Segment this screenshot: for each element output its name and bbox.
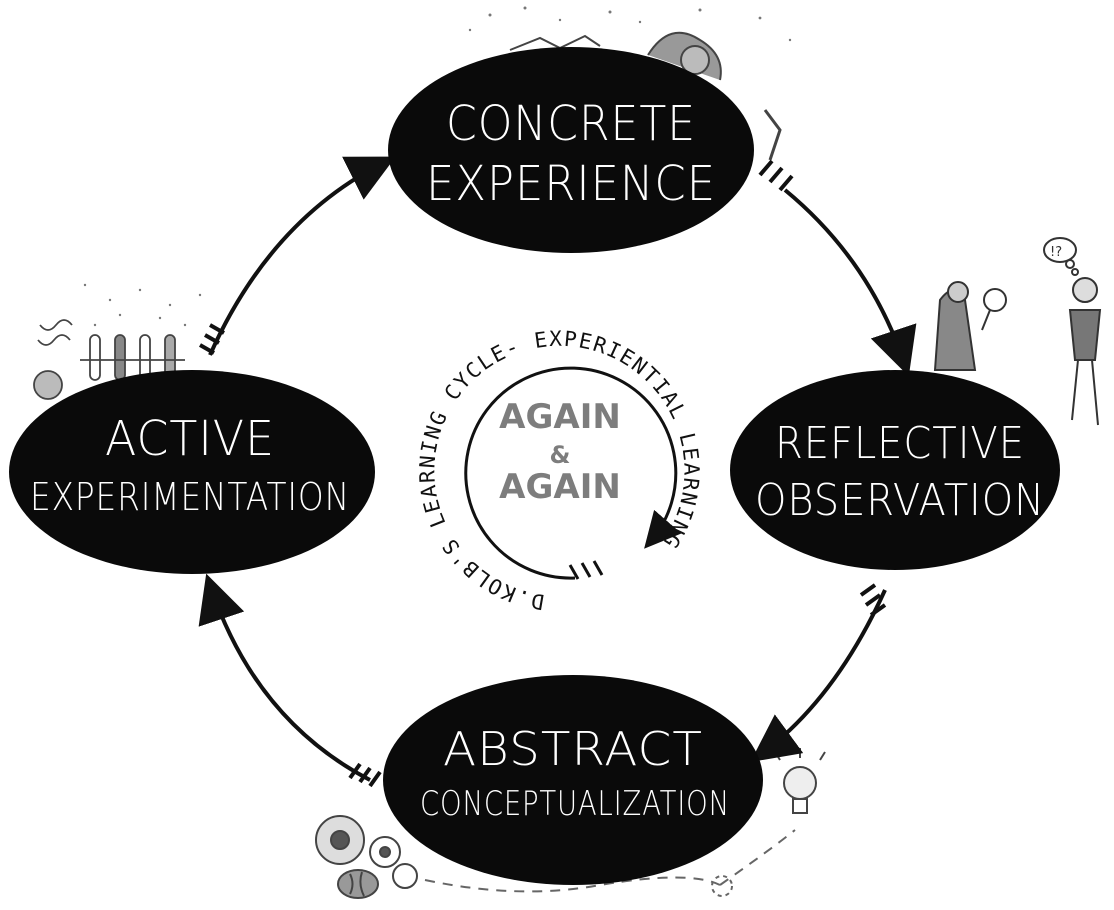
stage-concrete-experience: CONCRETE EXPERIENCE xyxy=(388,47,754,253)
arrow-fletchings xyxy=(199,159,887,788)
center-line2: AGAIN xyxy=(499,467,621,507)
stage-reflective-observation: REFLECTIVE OBSERVATION xyxy=(730,370,1060,570)
center-label: AGAIN & AGAIN xyxy=(499,397,621,507)
stage-abstract-conceptualization: ABSTRACT CONCEPTUALIZATION xyxy=(383,675,763,885)
arrow-reflective-to-abstract xyxy=(750,589,887,763)
stage-abstract-line2: CONCEPTUALIZATION xyxy=(420,784,730,824)
stage-active-line2: EXPERIMENTATION xyxy=(30,475,350,519)
stage-concrete-line1: CONCRETE xyxy=(446,96,696,152)
stage-reflective-line2: OBSERVATION xyxy=(755,475,1045,526)
lightbulb-icon xyxy=(774,748,826,814)
stage-reflective-line1: REFLECTIVE xyxy=(775,418,1025,469)
stage-active-line1: ACTIVE xyxy=(105,411,275,467)
center-amp: & xyxy=(550,441,571,469)
center-ring xyxy=(464,366,682,580)
magnifier-icon xyxy=(933,281,1007,371)
thought-bubble-text: !? xyxy=(1050,245,1062,260)
brain-icon xyxy=(337,869,379,899)
stage-active-experimentation: ACTIVE EXPERIMENTATION xyxy=(9,370,375,574)
gears-icon xyxy=(315,815,418,889)
center-line1: AGAIN xyxy=(499,397,621,437)
arrow-active-to-concrete xyxy=(208,156,396,356)
dashed-ring xyxy=(711,875,733,897)
arrow-concrete-to-reflective xyxy=(783,188,917,377)
arrow-abstract-to-active xyxy=(198,573,371,782)
stage-concrete-line2: EXPERIENCE xyxy=(426,156,716,212)
person-icon xyxy=(1043,237,1102,426)
stage-abstract-line1: ABSTRACT xyxy=(443,722,703,776)
background-sketch-dots xyxy=(83,6,792,327)
center-ring-fletching xyxy=(568,560,604,580)
